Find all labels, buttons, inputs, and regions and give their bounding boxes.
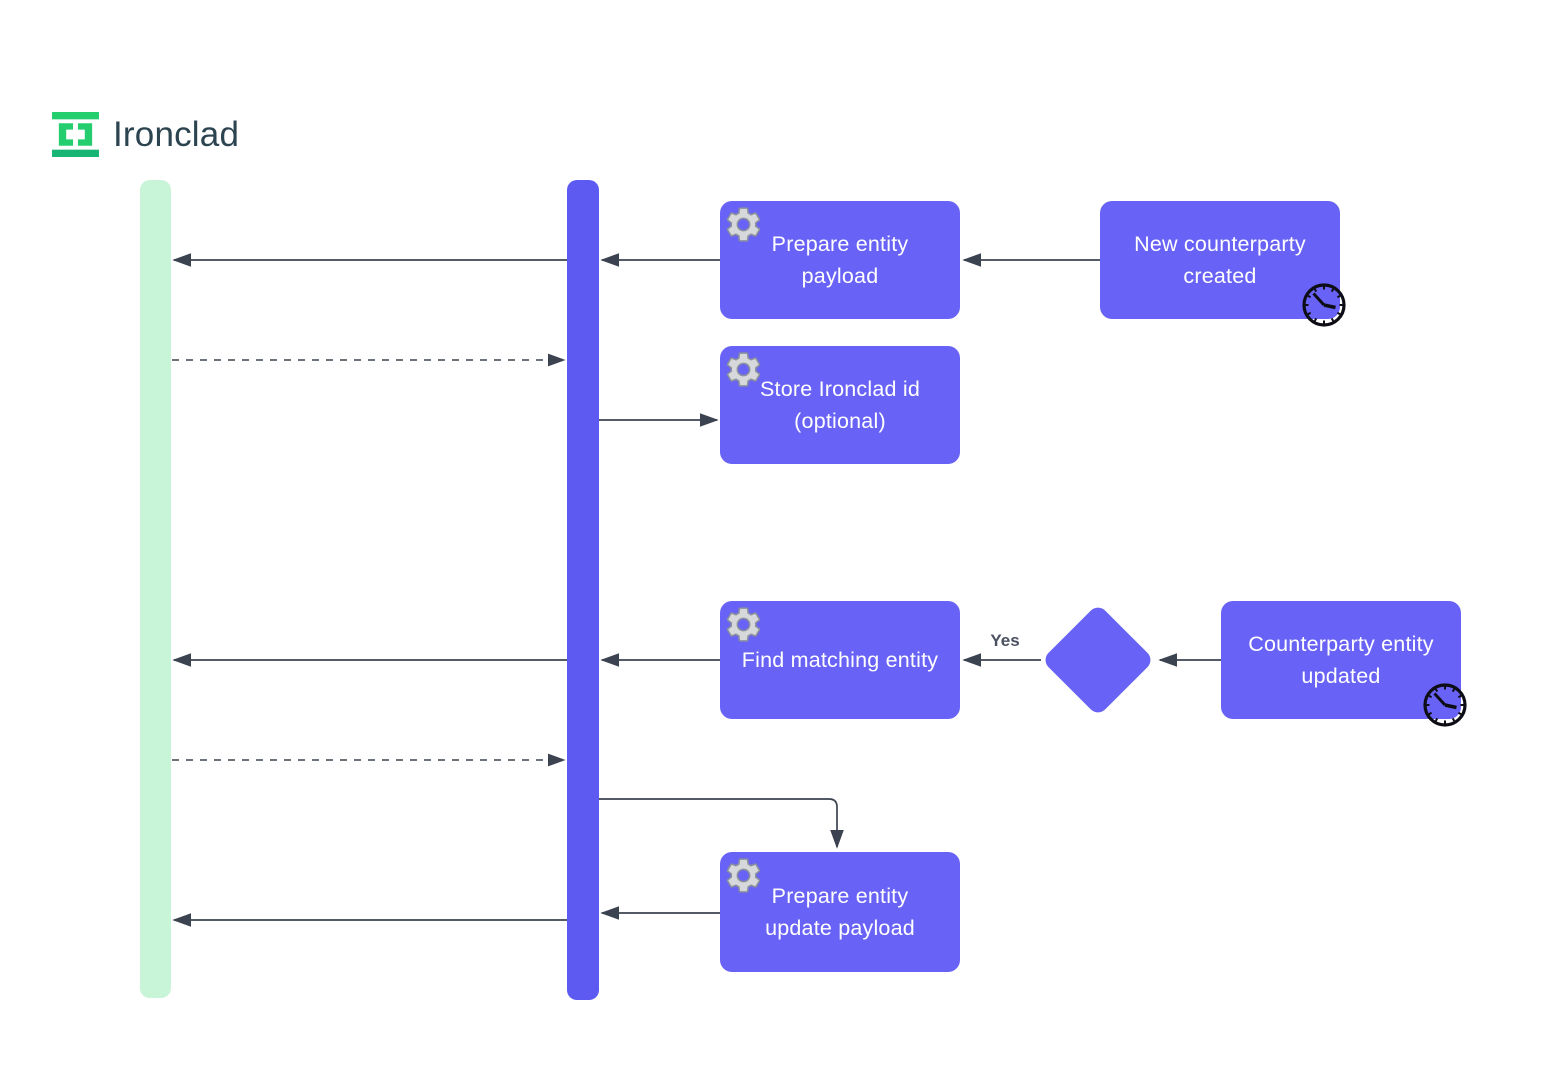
brand-name: Ironclad [113,115,240,154]
node-prepare-entity-update-payload: Prepare entity update payload [720,852,960,972]
node-find-matching-entity: Find matching entity [720,601,960,719]
node-label: Prepare entity payload [771,232,909,288]
lifeline-left [140,180,171,998]
ironclad-logo-icon [52,112,99,157]
node-label: Store Ironclad id (optional) [760,377,920,433]
node-label: Find matching entity [741,648,939,672]
node-label: Prepare entity update payload [765,884,915,940]
gear-icon [726,858,761,893]
node-prepare-entity-payload: Prepare entity payload [720,201,960,319]
node-label: Counterparty entity updated [1248,632,1434,688]
decision-diamond [1041,603,1155,717]
node-store-ironclad-id: Store Ironclad id (optional) [720,346,960,464]
edge-label-yes: Yes [990,631,1020,650]
clock-icon [1423,683,1467,727]
clock-icon [1302,283,1346,327]
lifeline-right [567,180,599,1000]
node-new-counterparty-created: New counterparty created [1100,201,1346,327]
gear-icon [726,207,761,242]
gear-icon [726,352,761,387]
node-counterparty-entity-updated: Counterparty entity updated [1221,601,1467,727]
brand-logo: Ironclad [52,112,239,157]
gear-icon [726,607,761,642]
node-label: New counterparty created [1134,232,1306,288]
edge-lifeline-to-prepare-update [599,798,844,849]
